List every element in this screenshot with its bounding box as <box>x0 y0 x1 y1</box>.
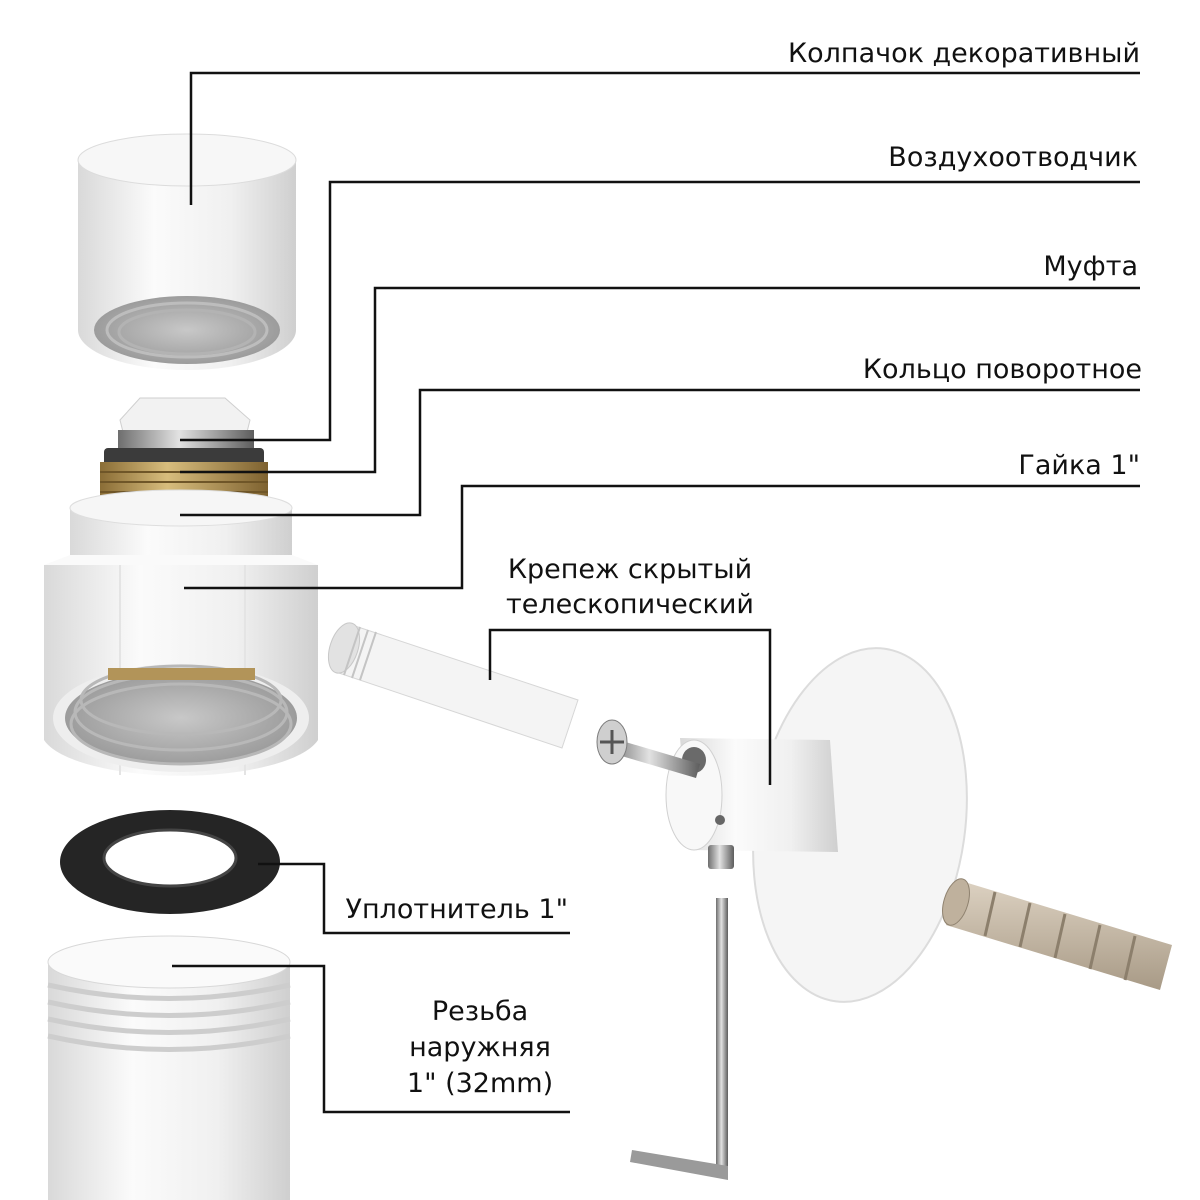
air-vent <box>118 397 254 452</box>
leader-seal <box>258 862 570 935</box>
label-thread-line3: 1" (32mm) <box>406 1068 554 1099</box>
hex-key <box>630 898 728 1180</box>
wall-plug <box>942 878 1172 990</box>
label-thread-line1: Резьба <box>431 996 529 1027</box>
label-coupling: Муфта <box>1043 251 1138 282</box>
decorative-cap <box>77 133 297 370</box>
leader-mount <box>488 628 772 785</box>
leader-lines <box>172 71 1140 1114</box>
coupling-nut <box>44 489 318 776</box>
threaded-pipe <box>47 935 291 1200</box>
wall-flange <box>665 647 968 1003</box>
rubber-seal <box>60 810 280 914</box>
leader-thread <box>172 964 570 1114</box>
label-mount-line2: телескопический <box>506 589 754 620</box>
screw <box>596 719 700 778</box>
leader-coupling <box>180 286 1140 474</box>
label-cap: Колпачок декоративный <box>787 38 1140 69</box>
set-screw <box>708 845 734 869</box>
leader-cap <box>189 71 1140 205</box>
label-air-vent: Воздухоотводчик <box>888 142 1138 173</box>
label-mount-line1: Крепеж скрытый <box>507 554 753 585</box>
label-seal: Уплотнитель 1" <box>345 894 569 925</box>
telescopic-rod <box>327 622 579 749</box>
leader-ring <box>180 388 1140 517</box>
leader-air-vent <box>180 180 1140 442</box>
label-thread-line2: наружняя <box>409 1032 551 1063</box>
label-nut: Гайка 1" <box>1018 450 1140 481</box>
label-ring: Кольцо поворотное <box>862 354 1142 385</box>
leader-nut <box>184 484 1140 590</box>
